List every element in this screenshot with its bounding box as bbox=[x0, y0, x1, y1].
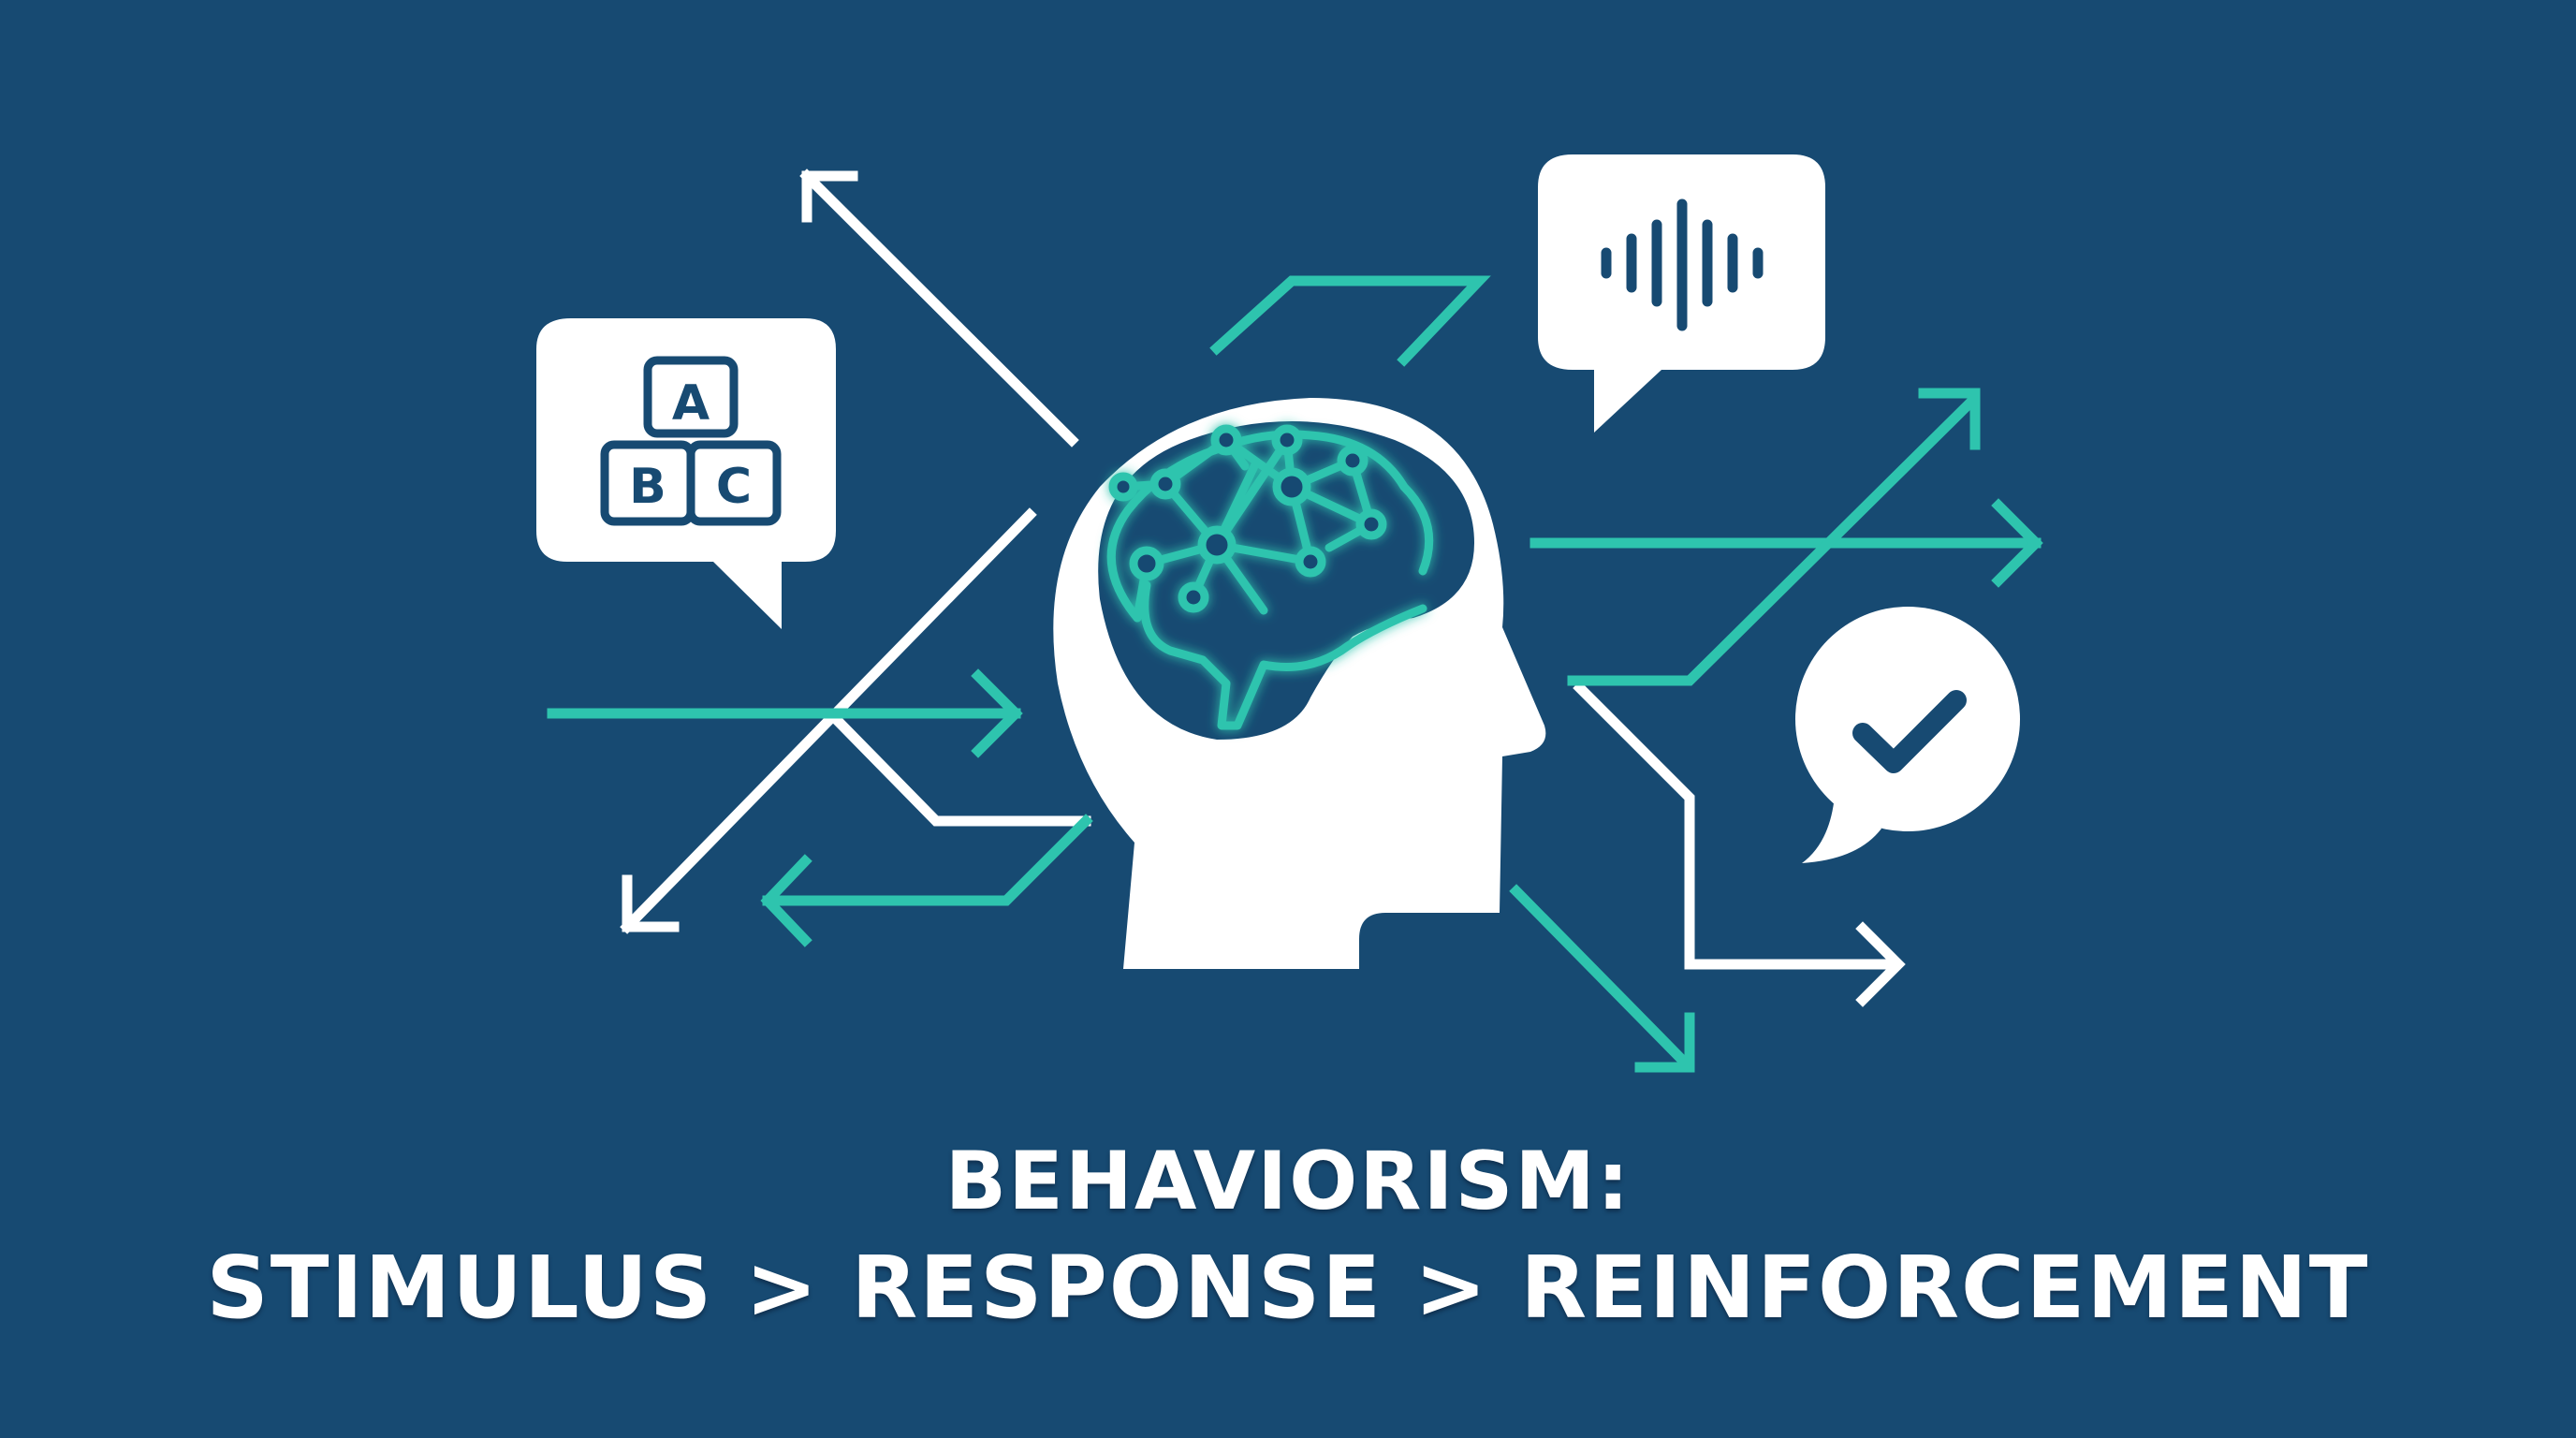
sound-wave-speech-bubble-icon bbox=[1538, 154, 1825, 433]
letter-c: C bbox=[716, 459, 752, 515]
arrow-left-teal-icon bbox=[760, 814, 1093, 947]
title-heading: BEHAVIORISM: bbox=[944, 1135, 1632, 1228]
arrow-right-white-icon bbox=[1573, 681, 1906, 1007]
white-zigzag-connector bbox=[830, 713, 1091, 827]
block-a bbox=[643, 356, 739, 438]
abc-speech-bubble-icon: A B C bbox=[536, 318, 836, 629]
block-c bbox=[686, 440, 782, 526]
arrow-up-right-teal-icon bbox=[1567, 388, 1981, 686]
letter-b: B bbox=[629, 459, 666, 515]
title-subheading: STIMULUS > RESPONSE > REINFORCEMENT bbox=[206, 1238, 2370, 1338]
teal-arrows bbox=[547, 275, 2043, 1073]
arrow-down-right-teal-icon bbox=[1509, 884, 1695, 1073]
teal-bracket-top bbox=[1209, 275, 1491, 367]
checkmark-speech-bubble-icon bbox=[1795, 607, 2020, 863]
neural-brain-icon bbox=[1106, 424, 1434, 730]
arrow-right-teal-right-icon bbox=[1530, 498, 2043, 588]
letter-a: A bbox=[672, 375, 710, 432]
head-silhouette-icon bbox=[1053, 398, 1546, 969]
arrow-down-left-icon bbox=[620, 507, 1037, 934]
white-arrows bbox=[620, 169, 1906, 1007]
arrow-up-left-icon bbox=[799, 169, 1079, 448]
arrow-right-teal-left-icon bbox=[547, 668, 1023, 758]
